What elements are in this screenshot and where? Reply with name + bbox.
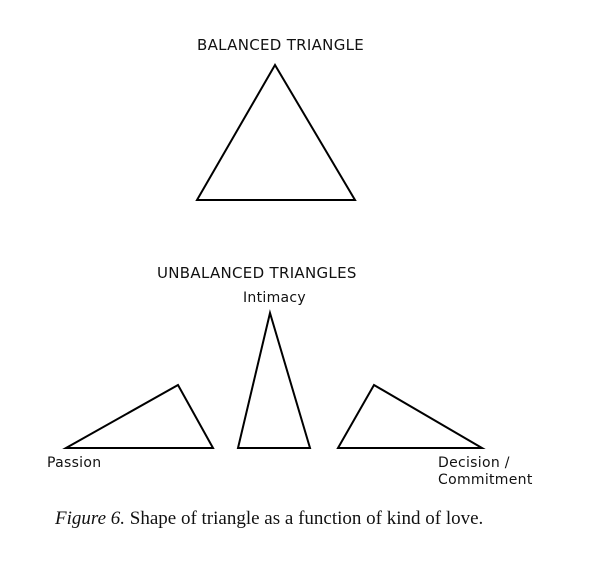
intimacy-triangle <box>236 309 312 449</box>
caption-text: Shape of triangle as a function of kind … <box>125 508 484 529</box>
unbalanced-title: UNBALANCED TRIANGLES <box>157 264 357 282</box>
passion-label: Passion <box>47 455 102 471</box>
intimacy-label: Intimacy <box>243 290 306 306</box>
passion-triangle <box>62 383 215 449</box>
figure-caption: Figure 6. Shape of triangle as a functio… <box>55 508 483 530</box>
decision-label: Decision / <box>438 455 510 471</box>
commitment-triangle <box>336 383 486 449</box>
figure-number: Figure 6. <box>55 508 126 529</box>
balanced-triangle <box>195 63 357 201</box>
commitment-label: Commitment <box>438 472 533 488</box>
balanced-title: BALANCED TRIANGLE <box>197 36 365 54</box>
